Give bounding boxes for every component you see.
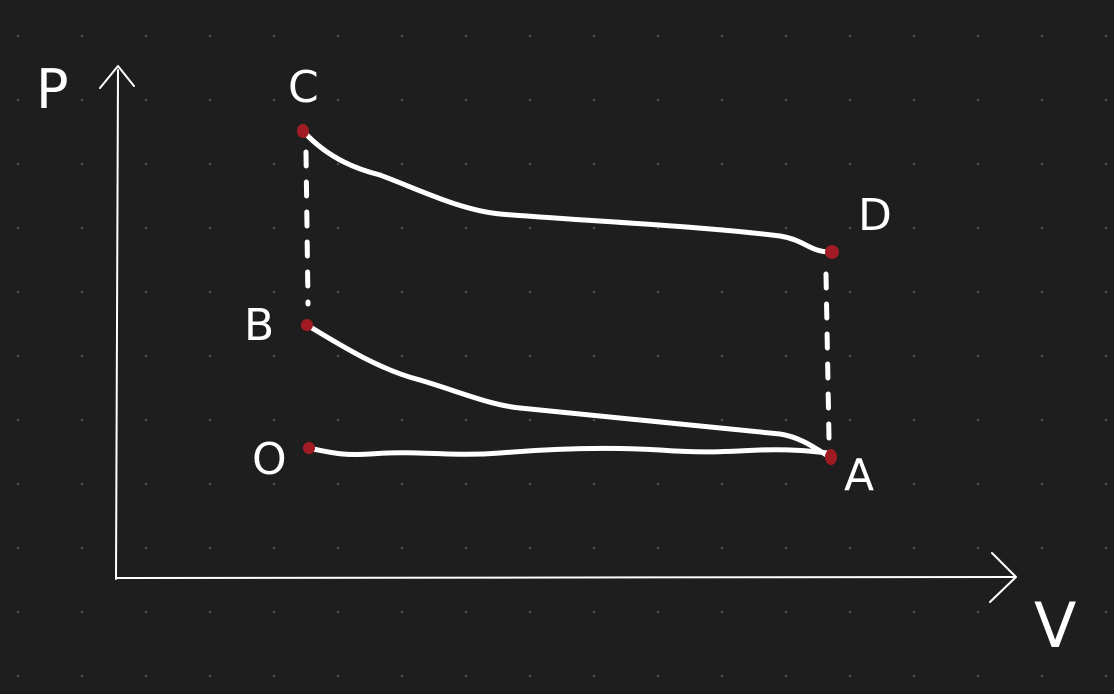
curve-c-d bbox=[301, 129, 833, 255]
dashed-line-b-c bbox=[303, 149, 311, 307]
point-d bbox=[825, 245, 839, 259]
dashed-line-a-d bbox=[823, 271, 832, 441]
label-o: O bbox=[252, 434, 287, 485]
x-axis-label: V bbox=[1034, 589, 1076, 662]
curve-o-a bbox=[305, 445, 831, 457]
point-b bbox=[301, 319, 313, 331]
y-axis-label: P bbox=[36, 58, 69, 121]
label-b: B bbox=[244, 300, 274, 351]
label-c: C bbox=[288, 62, 319, 113]
x-axis bbox=[115, 576, 1016, 579]
point-o bbox=[303, 442, 315, 454]
points bbox=[297, 124, 839, 465]
point-c bbox=[297, 124, 309, 138]
y-axis bbox=[115, 69, 119, 580]
point-a bbox=[825, 449, 837, 465]
axes bbox=[99, 65, 1017, 603]
curve-b-a bbox=[304, 322, 831, 459]
y-axis-arrowhead bbox=[99, 65, 135, 89]
label-d: D bbox=[858, 190, 892, 241]
x-axis-arrowhead bbox=[989, 552, 1017, 603]
label-a: A bbox=[844, 450, 874, 501]
